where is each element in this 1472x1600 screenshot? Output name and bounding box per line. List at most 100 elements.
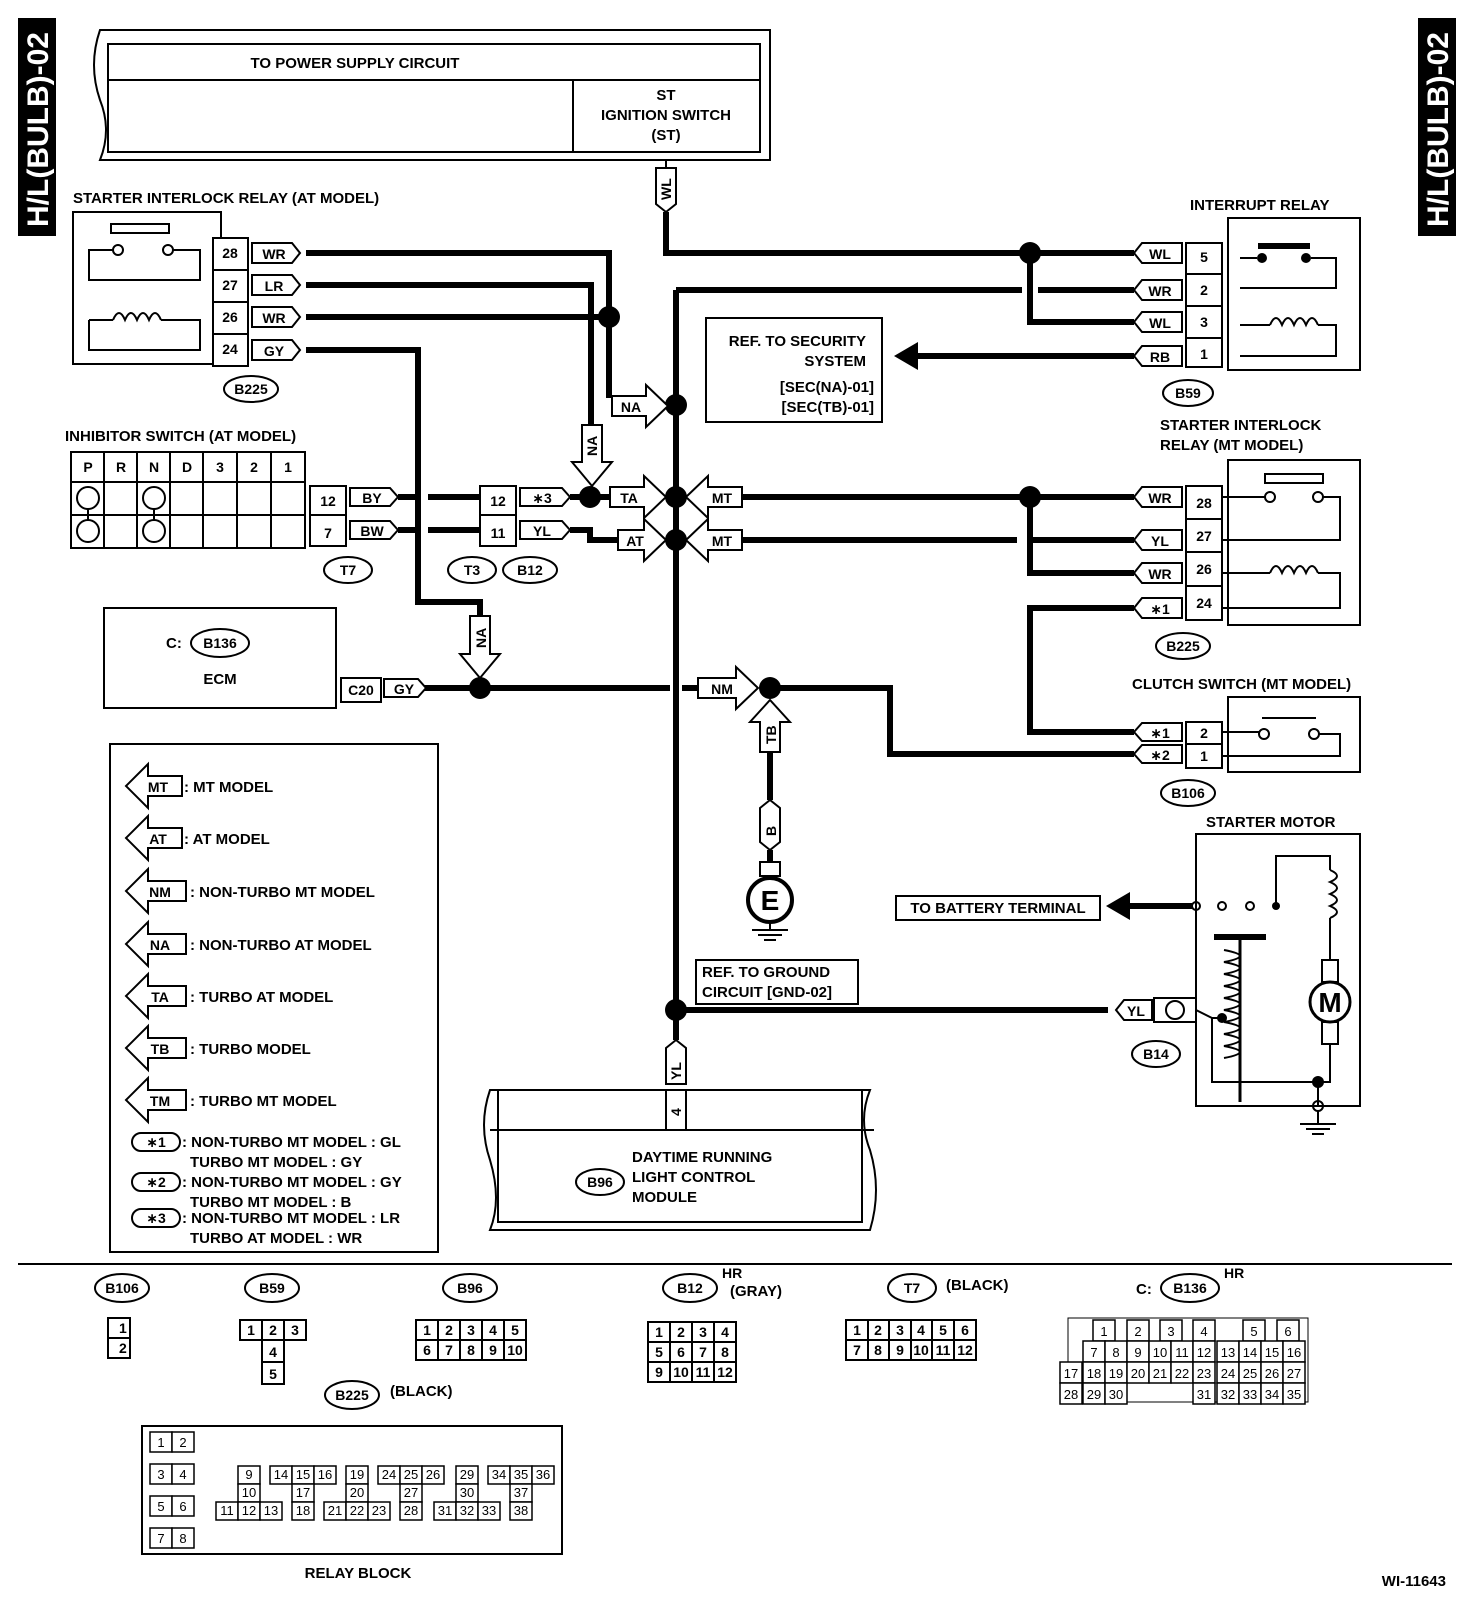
svg-text:11: 11 [491, 525, 506, 541]
svg-text:TO BATTERY TERMINAL: TO BATTERY TERMINAL [910, 900, 1085, 917]
legend-item-na: NA : NON-TURBO AT MODEL [124, 919, 372, 969]
svg-text:WR: WR [1148, 566, 1171, 582]
svg-text:LR: LR [265, 278, 284, 294]
joint-connector: 12 11 ∗3 YL [472, 485, 578, 547]
pin-cell [421, 1465, 445, 1485]
svg-text:: NON-TURBO MT MODEL : LR: : NON-TURBO MT MODEL : LR [182, 1210, 400, 1227]
svg-text:27: 27 [1196, 528, 1212, 544]
pin-number: 27 [404, 1485, 418, 1500]
wire-tag-wl-ignition: WL [655, 167, 677, 214]
svg-text:HR: HR [722, 1265, 742, 1281]
pin-number: 31 [438, 1503, 452, 1518]
svg-text:(ST): (ST) [651, 127, 680, 144]
svg-text:REF. TO GROUND: REF. TO GROUND [702, 964, 830, 981]
pin-number: 12 [242, 1503, 256, 1518]
svg-text:MODULE: MODULE [632, 1189, 697, 1206]
drl-connector: B96 [587, 1174, 613, 1190]
svg-text:7: 7 [853, 1342, 861, 1358]
interrupt-relay [1227, 217, 1361, 371]
pin-number: 11 [1175, 1345, 1189, 1360]
svg-text:3: 3 [467, 1322, 475, 1338]
svg-text:5: 5 [939, 1322, 947, 1338]
legend-item-tb: TB : TURBO MODEL [124, 1023, 311, 1073]
svg-text:TURBO MT MODEL : GY: TURBO MT MODEL : GY [190, 1154, 362, 1171]
svg-text:R: R [116, 459, 126, 475]
svg-text:2: 2 [1200, 725, 1208, 741]
svg-text:WL: WL [1149, 246, 1171, 262]
svg-text:2: 2 [1200, 282, 1208, 298]
svg-text:TURBO AT MODEL : WR: TURBO AT MODEL : WR [190, 1230, 362, 1247]
svg-text:1: 1 [853, 1322, 861, 1338]
legend-note-3: ∗3 : NON-TURBO MT MODEL : LR TURBO AT MO… [131, 1208, 400, 1247]
svg-text:5: 5 [1200, 249, 1208, 265]
pin-number: 14 [1243, 1345, 1257, 1360]
svg-text:26: 26 [222, 309, 238, 325]
svg-text:10: 10 [673, 1364, 689, 1380]
pin-number: 4 [179, 1467, 186, 1482]
svg-text:5: 5 [655, 1344, 663, 1360]
svg-text:TA: TA [151, 989, 169, 1005]
svg-text:AT: AT [626, 533, 644, 549]
pin-number: 23 [372, 1503, 386, 1518]
ground-ref-box: REF. TO GROUND CIRCUIT [GND-02] [695, 959, 859, 1005]
security-ref-box: REF. TO SECURITY SYSTEM [SEC(NA)-01] [SE… [705, 317, 883, 423]
svg-text:2: 2 [874, 1322, 882, 1338]
model-arrow-tb: TB [747, 698, 793, 753]
svg-text:3: 3 [216, 459, 224, 475]
pin-number: 29 [460, 1467, 474, 1482]
svg-text:9: 9 [896, 1342, 904, 1358]
pin-cell [171, 1527, 195, 1549]
svg-text:8: 8 [467, 1342, 475, 1358]
ground-symbol: E [746, 876, 794, 941]
pin-number: 16 [318, 1467, 332, 1482]
legend-item-mt: MT : MT MODEL [124, 761, 273, 811]
svg-text:1: 1 [247, 1322, 255, 1338]
model-arrow-at: AT [617, 516, 668, 564]
svg-text:C:: C: [166, 635, 182, 652]
pin-number: 8 [179, 1531, 186, 1546]
pin-cell [171, 1463, 195, 1485]
svg-text:B96: B96 [457, 1280, 483, 1296]
pin-number: 20 [1131, 1366, 1145, 1381]
svg-text:∗1: ∗1 [146, 1134, 166, 1150]
pin-number: 28 [404, 1503, 418, 1518]
svg-text:C:: C: [1136, 1281, 1152, 1298]
pin-number: 18 [296, 1503, 310, 1518]
svg-text:REF. TO SECURITY: REF. TO SECURITY [729, 333, 866, 350]
svg-text:T7: T7 [340, 562, 357, 578]
svg-text:DAYTIME RUNNING: DAYTIME RUNNING [632, 1149, 772, 1166]
legend-item-tm: TM : TURBO MT MODEL [124, 1075, 337, 1125]
ecm-connector: B136 [203, 635, 237, 651]
interrupt-relay-title: INTERRUPT RELAY [1190, 197, 1329, 214]
svg-text:28: 28 [1196, 495, 1212, 511]
starter-motor: M [1191, 833, 1361, 1135]
svg-text:NA: NA [150, 937, 170, 953]
svg-text:: MT MODEL: : MT MODEL [184, 779, 273, 796]
clutch-switch [1222, 696, 1361, 773]
svg-text:9: 9 [489, 1342, 497, 1358]
power-supply-title: TO POWER SUPPLY CIRCUIT [251, 55, 460, 72]
inhibitor-pins: 12 7 BY BW [309, 485, 410, 547]
svg-text:4: 4 [721, 1324, 729, 1340]
connector-tag-b59: B59 [1162, 379, 1214, 407]
svg-text:WL: WL [1149, 315, 1171, 331]
svg-text:9: 9 [655, 1364, 663, 1380]
svg-text:WR: WR [262, 310, 285, 326]
pin-number: 6 [179, 1499, 186, 1514]
pin-cell [1059, 1382, 1083, 1405]
pin-number: 18 [1087, 1366, 1101, 1381]
svg-text:2: 2 [119, 1340, 127, 1356]
connector-tag-b106: B106 [1160, 779, 1216, 807]
svg-text:3: 3 [291, 1322, 299, 1338]
svg-text:B225: B225 [234, 381, 268, 397]
interlock-at-pins: 28 27 26 24 [212, 237, 249, 367]
pin-number: 17 [296, 1485, 310, 1500]
legend-item-at: AT : AT MODEL [124, 813, 270, 863]
pin-number: 22 [1175, 1366, 1189, 1381]
pin-number: 9 [1134, 1345, 1141, 1360]
svg-text:27: 27 [222, 277, 238, 293]
svg-text:6: 6 [961, 1322, 969, 1338]
pin-number: 14 [274, 1467, 288, 1482]
drl-module: 4 B96 DAYTIME RUNNING LIGHT CONTROL MODU… [483, 1089, 877, 1231]
